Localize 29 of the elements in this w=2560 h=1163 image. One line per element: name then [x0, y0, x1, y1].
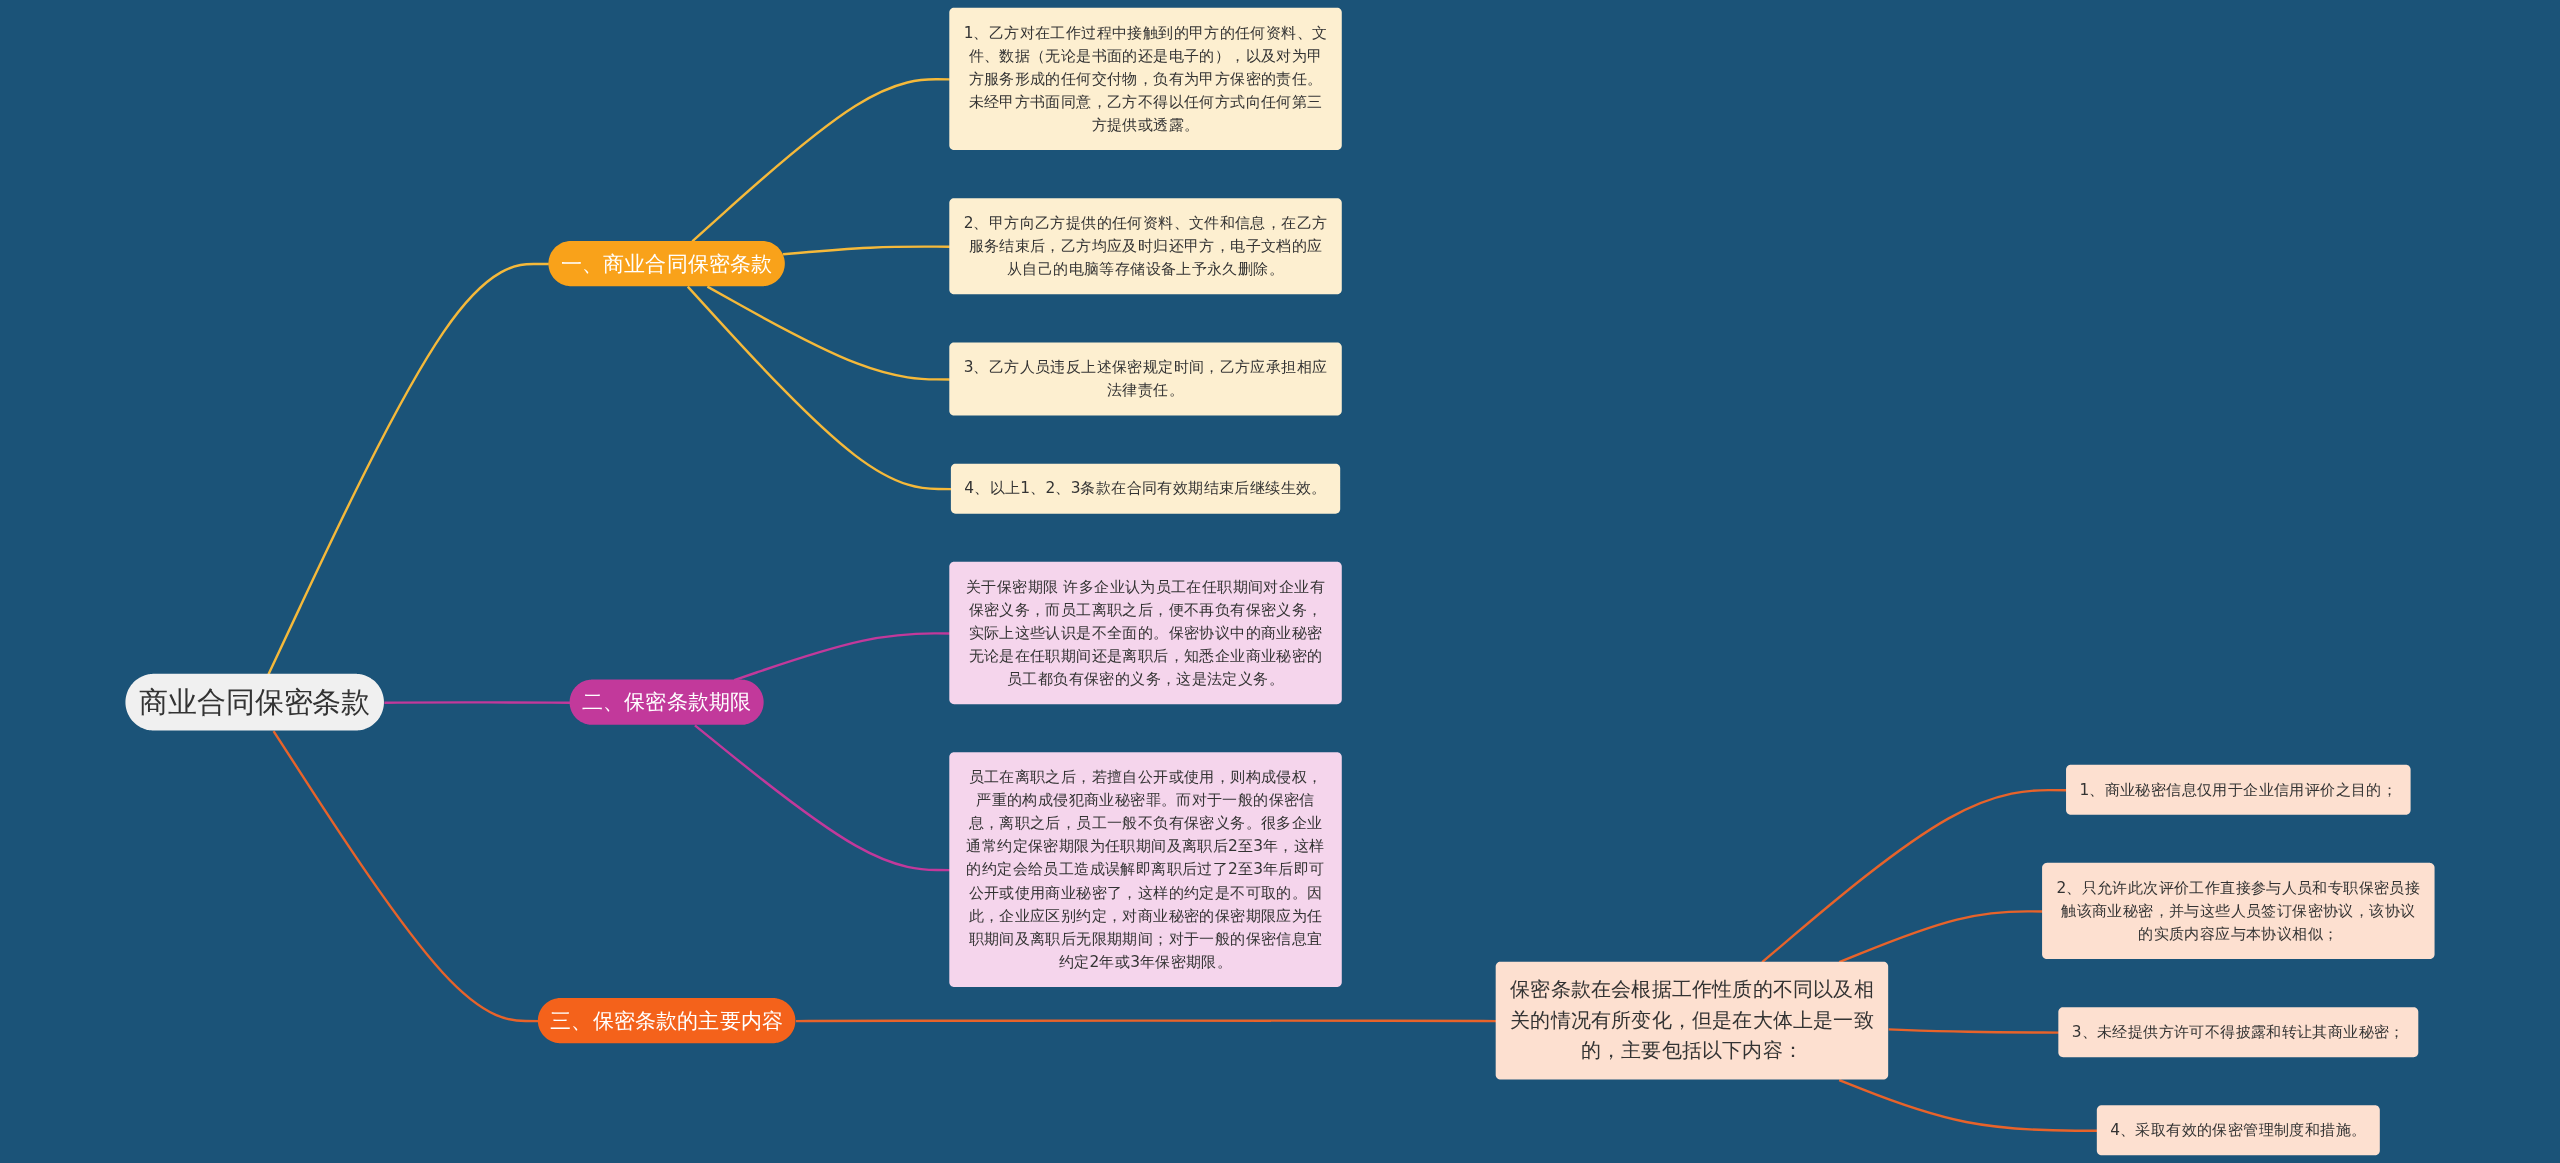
node-box: 保密条款在会根据工作性质的不同以及相关的情况有所变化，但是在大体上是一致的，主要包括以下内容： [1495, 961, 1889, 1080]
node-box: 二、保密条款期限 [569, 679, 764, 725]
node-box: 一、商业合同保密条款 [548, 240, 785, 287]
node-box: 4、采取有效的保密管理制度和措施。 [2096, 1105, 2380, 1156]
connector [272, 730, 539, 1023]
node-box: 1、商业秘密信息仅用于企业信用评价之目的； [2066, 764, 2411, 815]
connector [795, 1019, 1497, 1023]
node-box: 员工在离职之后，若擅自公开或使用，则构成侵权，严重的构成侵犯商业秘密罪。而对于一般的保密信息，离职之后，员工一般不负有保密义务。很多企业通常约定保密期限为任职期间及离职后2至3年，这样的约定会给员工造成误解即离职后过了2至3年后即可公开或使用商业秘密了，这样的约定是不可取的。因此，企业应区别约定，对商业秘密的保密期限应为任职期间及离职后无限期期间；对于一般的保密信息宜约定2年或3年保密期限。 [949, 752, 1342, 987]
connector [706, 285, 950, 381]
connector [267, 262, 549, 675]
node-box: 商业合同保密条款 [125, 673, 384, 731]
connector [1838, 1078, 2098, 1132]
connector [1761, 788, 2067, 964]
connector [733, 632, 950, 682]
node-box: 关于保密期限 许多企业认为员工在任职期间对企业有保密义务，而员工离职之后，便不再负有保密义务，实际上这些认识是不全面的。保密协议中的商业秘密无论是在任职期间还是离职后，知悉企业商业秘密的员工都负有保密的义务，这是法定义务。 [949, 561, 1342, 705]
node-box: 3、乙方人员违反上述保密规定时间，乙方应承担相应法律责任。 [949, 342, 1342, 416]
node-box: 1、乙方对在工作过程中接触到的甲方的任何资料、文件、数据（无论是书面的还是电子的），以及对为甲方服务形成的任何交付物，负有为甲方保密的责任。未经甲方书面同意，乙方不得以任何方式向任何第三方提供或透露。 [949, 7, 1342, 151]
node-box: 3、未经提供方许可不得披露和转让其商业秘密； [2058, 1007, 2419, 1058]
node-box: 2、甲方向乙方提供的任何资料、文件和信息，在乙方服务结束后，乙方均应及时归还甲方，电子文档的应从自己的电脑等存储设备上予永久删除。 [949, 198, 1342, 295]
connector [686, 285, 952, 491]
node-box: 2、只允许此次评价工作直接参与人员和专职保密员接触该商业秘密，并与这些人员签订保密协议，该协议的实质内容应与本协议相似； [2042, 862, 2435, 960]
connector [782, 245, 950, 256]
connector [384, 701, 571, 704]
connector [691, 78, 950, 243]
connector [694, 724, 950, 872]
node-box: 三、保密条款的主要内容 [537, 998, 796, 1044]
connector [1838, 910, 2043, 964]
connector [1888, 1028, 2059, 1034]
node-box: 4、以上1、2、3条款在合同有效期结束后继续生效。 [950, 463, 1341, 514]
